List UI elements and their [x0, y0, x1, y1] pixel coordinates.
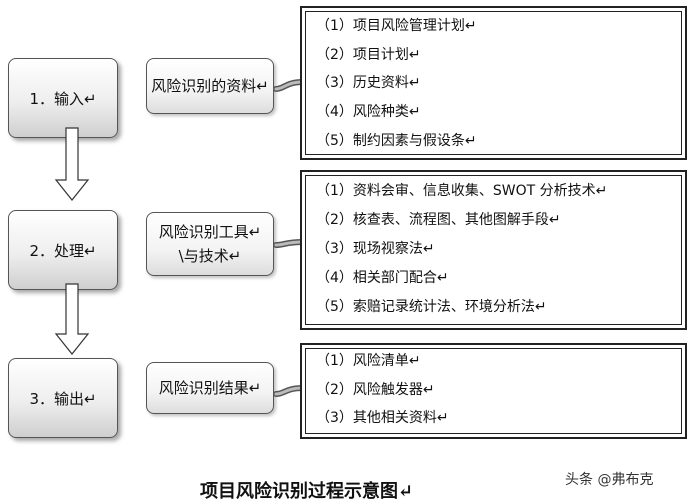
- output-list-item: （2）风险触发器↵: [316, 382, 435, 398]
- input-list-item: （4）风险种类↵: [316, 104, 421, 120]
- output-list-item: （3）其他相关资料↵: [316, 410, 449, 426]
- output-results-box: 风险识别结果↵: [146, 362, 274, 414]
- input-resources-box: 风险识别的资料↵: [146, 58, 274, 114]
- tools-techniques-box: 风险识别工具↵ \与技术↵: [146, 212, 274, 276]
- process-list-item: （3）现场视察法↵: [316, 241, 435, 257]
- output-list-item: （1）风险清单↵: [316, 353, 421, 369]
- process-list-item: （1）资料会审、信息收集、SWOT 分析技术↵: [316, 183, 608, 199]
- stage-input-label: 1．输入↵: [29, 89, 97, 108]
- watermark: 头条 @弗布克: [565, 472, 654, 488]
- input-list-box: （1）项目风险管理计划↵ （2）项目计划↵ （3）历史资料↵ （4）风险种类↵ …: [300, 6, 687, 160]
- tools-techniques-line-2: \与技术↵: [178, 247, 242, 265]
- input-list-item: （5）制约因素与假设条↵: [316, 133, 477, 149]
- diagram-title: 项目风险识别过程示意图↵: [200, 481, 414, 502]
- input-list-item: （3）历史资料↵: [316, 75, 421, 91]
- stage-process-box: 2．处理↵: [8, 210, 118, 290]
- output-list-box: （1）风险清单↵ （2）风险触发器↵ （3）其他相关资料↵: [300, 343, 687, 439]
- stage-process-label: 2．处理↵: [29, 241, 97, 260]
- stage-output-box: 3．输出↵: [8, 358, 118, 438]
- input-list-item: （1）项目风险管理计划↵: [316, 18, 477, 34]
- input-resources-label: 风险识别的资料↵: [151, 77, 269, 95]
- process-list-box: （1）资料会审、信息收集、SWOT 分析技术↵ （2）核查表、流程图、其他图解手…: [300, 170, 687, 330]
- output-results-label: 风险识别结果↵: [158, 379, 262, 397]
- tools-techniques-line-1: 风险识别工具↵: [158, 223, 262, 241]
- process-list-item: （5）索赔记录统计法、环境分析法↵: [316, 299, 547, 315]
- stage-input-box: 1．输入↵: [8, 58, 118, 138]
- input-list-item: （2）项目计划↵: [316, 47, 421, 63]
- process-list-item: （4）相关部门配合↵: [316, 270, 449, 286]
- stage-output-label: 3．输出↵: [29, 389, 97, 408]
- tools-techniques-text: 风险识别工具↵ \与技术↵: [159, 220, 262, 268]
- process-list-item: （2）核查表、流程图、其他图解手段↵: [316, 212, 561, 228]
